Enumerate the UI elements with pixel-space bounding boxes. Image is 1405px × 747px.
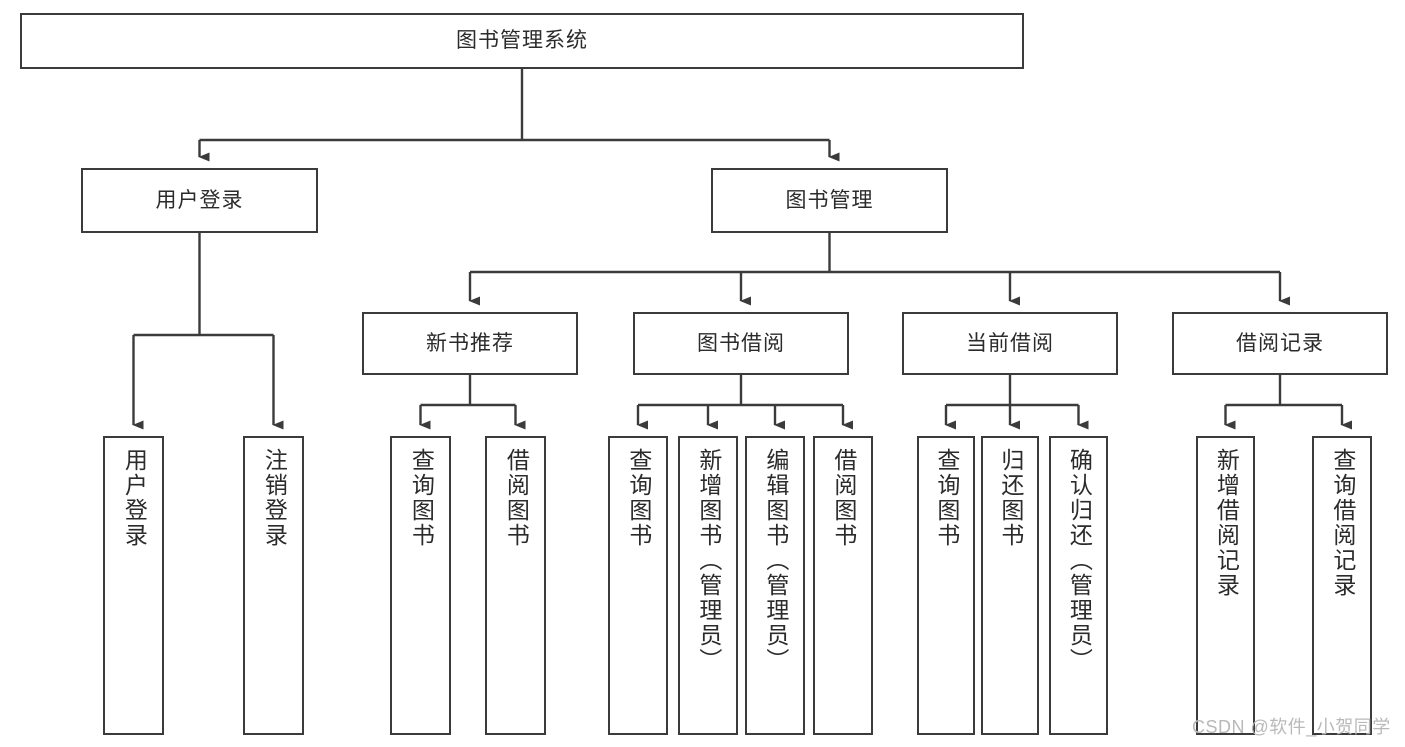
node-label: 图书借阅 [697,331,785,355]
node-label: 新增借阅记录 [1213,448,1240,598]
node-label: 用户登录 [121,448,148,548]
node-leaf-query-borrow-record[interactable]: 查询借阅记录 [1312,436,1372,735]
node-label: 当前借阅 [966,331,1054,355]
node-label: 新增图书（管理员） [695,448,722,673]
node-leaf-add-borrow-record[interactable]: 新增借阅记录 [1196,436,1255,735]
node-label: 借阅图书 [830,448,857,548]
node-label: 查询图书 [625,448,652,548]
node-label: 新书推荐 [426,331,514,355]
node-leaf-borrow-book-2[interactable]: 借阅图书 [813,436,873,735]
node-label: 注销登录 [261,448,288,548]
node-label: 图书管理 [785,188,874,212]
node-leaf-confirm-return-admin[interactable]: 确认归还（管理员） [1049,436,1108,735]
node-label: 编辑图书（管理员） [762,448,789,673]
node-label: 用户登录 [155,188,244,212]
node-book-manage[interactable]: 图书管理 [711,168,948,233]
node-label: 查询图书 [933,448,960,548]
node-leaf-add-book-admin[interactable]: 新增图书（管理员） [678,436,738,735]
node-leaf-borrow-book-1[interactable]: 借阅图书 [485,436,546,735]
node-label: 图书管理系统 [456,29,588,53]
node-leaf-query-book-3[interactable]: 查询图书 [917,436,975,735]
node-borrow-record[interactable]: 借阅记录 [1172,312,1388,375]
node-label: 查询借阅记录 [1329,448,1356,598]
node-leaf-edit-book-admin[interactable]: 编辑图书（管理员） [745,436,805,735]
node-root[interactable]: 图书管理系统 [20,13,1024,69]
node-book-borrow[interactable]: 图书借阅 [633,312,849,375]
node-label: 确认归还（管理员） [1066,448,1093,673]
node-user-login[interactable]: 用户登录 [81,168,318,233]
node-leaf-user-login[interactable]: 用户登录 [103,436,164,735]
node-label: 借阅图书 [503,448,530,548]
node-label: 查询图书 [408,448,435,548]
node-current-borrow[interactable]: 当前借阅 [902,312,1118,375]
node-leaf-return-book[interactable]: 归还图书 [981,436,1039,735]
node-label: 借阅记录 [1236,331,1324,355]
node-label: 归还图书 [997,448,1024,548]
node-leaf-logout[interactable]: 注销登录 [243,436,304,735]
node-new-book-recommend[interactable]: 新书推荐 [362,312,578,375]
watermark-label: CSDN @软件_小贺同学 [1192,717,1391,737]
node-leaf-query-book-2[interactable]: 查询图书 [608,436,668,735]
node-leaf-query-book-1[interactable]: 查询图书 [390,436,451,735]
